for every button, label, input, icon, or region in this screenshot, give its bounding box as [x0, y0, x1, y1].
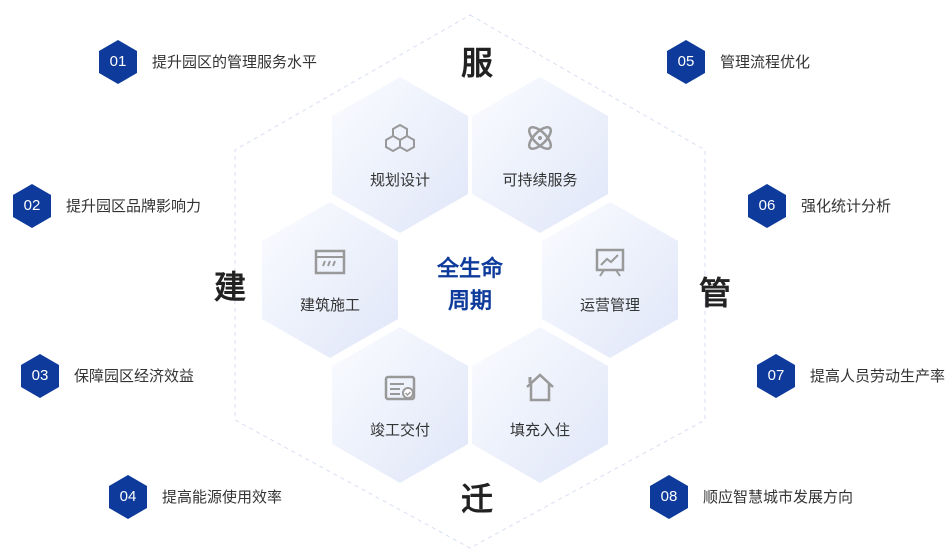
- stage-label: 建筑施工: [299, 296, 360, 314]
- goal-number-badge: 03: [21, 354, 59, 398]
- stage-label: 运营管理: [579, 296, 640, 314]
- goal-number-badge: 04: [109, 475, 147, 519]
- stage-hexagon: [332, 327, 468, 483]
- goal-number: 02: [23, 197, 41, 214]
- construction-barrier-icon: [262, 247, 398, 279]
- goal-number: 08: [660, 488, 678, 505]
- card-check-icon: [332, 372, 468, 404]
- center-title-line2: 周期: [447, 289, 492, 314]
- goal-text: 顺应智慧城市发展方向: [703, 488, 854, 506]
- goal-number-badge: 02: [13, 184, 51, 228]
- goal-number: 03: [31, 367, 49, 384]
- stage-hexagon: [472, 77, 608, 233]
- stage-label: 规划设计: [369, 171, 430, 189]
- goal-text: 保障园区经济效益: [74, 367, 195, 385]
- stage-label: 填充入住: [509, 421, 570, 439]
- goal-text: 强化统计分析: [801, 197, 892, 215]
- goal-number: 05: [677, 53, 695, 70]
- goal-number-badge: 05: [667, 40, 705, 84]
- center-title: 全生命 周期: [410, 254, 530, 318]
- house-icon: [472, 372, 608, 404]
- stage-hexagon: [472, 327, 608, 483]
- center-title-line1: 全生命: [436, 257, 503, 282]
- stage-label: 可持续服务: [502, 171, 578, 189]
- goal-text: 管理流程优化: [720, 53, 811, 71]
- center-hexagon: [402, 202, 538, 358]
- goal-text: 提升园区品牌影响力: [66, 197, 202, 215]
- goal-text: 提高人员劳动生产率: [810, 367, 946, 385]
- stage-hexagon: [332, 77, 468, 233]
- side-word-left: 建: [213, 268, 246, 306]
- goal-number-badge: 08: [650, 475, 688, 519]
- atom-icon: [472, 122, 608, 154]
- goal-number: 01: [109, 53, 127, 70]
- goal-number: 04: [119, 488, 137, 505]
- goal-number: 07: [767, 367, 785, 384]
- goal-number-badge: 07: [757, 354, 795, 398]
- goal-number-badge: 01: [99, 40, 137, 84]
- goal-text: 提升园区的管理服务水平: [152, 53, 318, 71]
- outer-dashed-hexagon: [234, 14, 706, 549]
- goal-text: 提高能源使用效率: [162, 488, 283, 506]
- cubes-icon: [332, 122, 468, 154]
- side-word-top: 服: [460, 44, 493, 82]
- side-word-bottom: 迁: [460, 480, 493, 518]
- stage-hexagon: [542, 202, 678, 358]
- goal-number: 06: [758, 197, 776, 214]
- stage-label: 竣工交付: [369, 421, 430, 439]
- presentation-chart-icon: [542, 247, 678, 279]
- goal-number-badge: 06: [748, 184, 786, 228]
- side-word-right: 管: [698, 274, 731, 312]
- stage-hexagon: [262, 202, 398, 358]
